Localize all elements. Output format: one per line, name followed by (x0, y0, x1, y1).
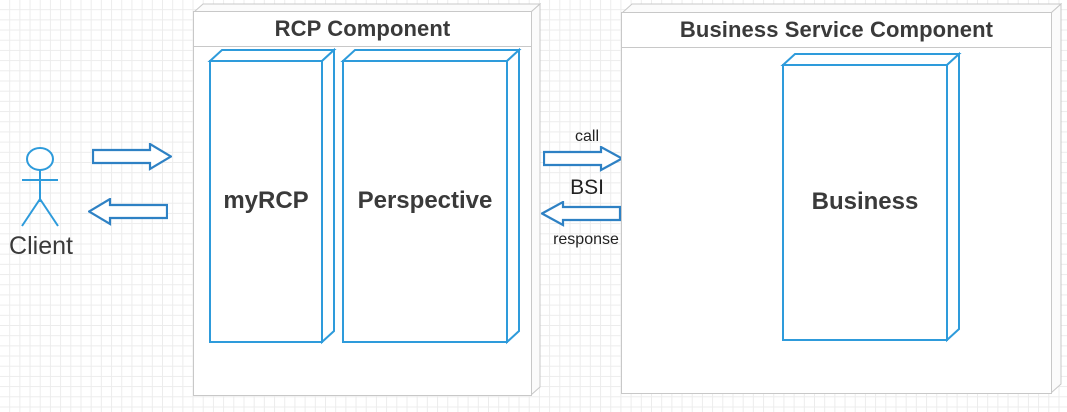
business-service-component-3d-depth (621, 3, 1062, 395)
myrcp-label: myRCP (223, 187, 309, 215)
actor-stick-figure-icon (21, 147, 59, 227)
rcp-component-title: RCP Component (194, 12, 531, 47)
business-face: Business (782, 64, 948, 341)
component-box-perspective[interactable]: Perspective (340, 47, 522, 345)
response-arrow[interactable] (539, 200, 622, 227)
response-label: response (553, 231, 619, 248)
rcp-component-container[interactable]: RCP Component myRCP Perspective (193, 3, 541, 399)
business-service-component-title: Business Service Component (622, 13, 1051, 48)
call-label: call (574, 128, 599, 145)
client-reply-arrow[interactable] (86, 197, 169, 226)
perspective-label: Perspective (357, 187, 493, 215)
business-service-component-container[interactable]: Business Service Component Business (621, 3, 1062, 396)
client-request-arrow[interactable] (91, 142, 174, 171)
actor-label: Client (9, 232, 73, 260)
myrcp-face: myRCP (209, 60, 323, 343)
component-box-business[interactable]: Business (780, 51, 962, 343)
actor-client[interactable]: Client (8, 142, 74, 260)
call-arrow[interactable] (542, 145, 625, 172)
perspective-face: Perspective (342, 60, 508, 343)
bsi-protocol-label: BSI (570, 176, 604, 199)
business-label: Business (811, 188, 919, 216)
component-box-myrcp[interactable]: myRCP (207, 47, 337, 345)
